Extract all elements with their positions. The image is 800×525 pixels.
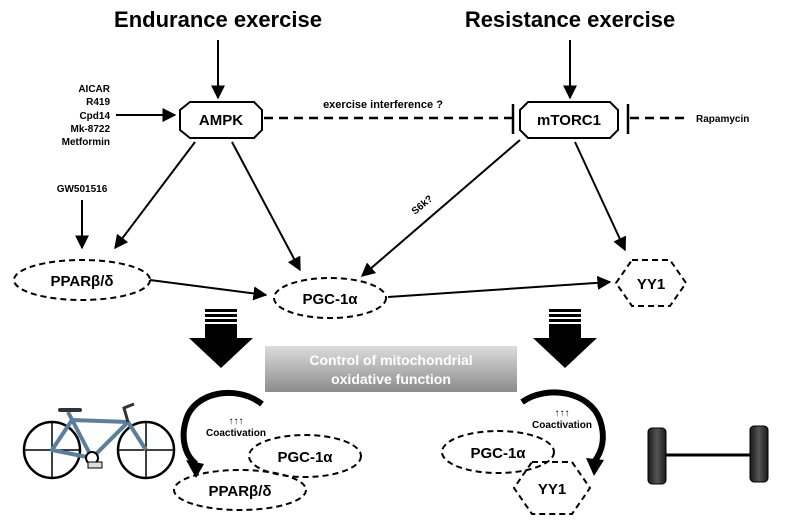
activator-cpd14: Cpd14 (79, 111, 110, 122)
mtorc1-label: mTORC1 (537, 112, 601, 129)
interference-label: exercise interference ? (323, 99, 443, 111)
mtorc1-to-yy1-arrow (574, 141, 627, 252)
activator-aicar: AICAR (78, 84, 110, 95)
pgc1a-label: PGC-1α (302, 291, 358, 308)
s6k-label: S6k? (410, 194, 435, 218)
activator-mk8722: Mk-8722 (71, 124, 111, 135)
left-upregulation-arrows: ↑↑↑ (229, 416, 244, 427)
right-upregulation-arrows: ↑↑↑ (555, 408, 570, 419)
rapamycin-label: Rapamycin (696, 114, 749, 125)
mtorc1-to-pgc1a-arrow (360, 139, 521, 277)
barbell-icon (647, 425, 769, 485)
ppar-to-pgc1a-arrow (149, 279, 268, 301)
activator-metformin: Metformin (62, 137, 110, 148)
left-pgc1a-label: PGC-1α (277, 449, 333, 466)
banner-line1: Control of mitochondrial (309, 352, 472, 368)
left-coactivation-group: ↑↑↑ Coactivation PPARβ/δ PGC-1α (173, 389, 362, 511)
activator-r419: R419 (86, 97, 110, 108)
yy1-label: YY1 (637, 276, 665, 293)
right-pgc1a-label: PGC-1α (470, 445, 526, 462)
ampk-activator-list: AICAR R419 Cpd14 Mk-8722 Metformin (62, 84, 111, 148)
resistance-exercise-title: Resistance exercise (465, 7, 675, 32)
ppar-node: PPARβ/δ (13, 259, 151, 301)
pgc1a-node: PGC-1α (273, 277, 387, 319)
ampk-to-ppar-arrow (114, 141, 196, 250)
right-coactivation-group: ↑↑↑ Coactivation YY1 PGC-1α (441, 389, 606, 515)
right-yy1-label: YY1 (538, 481, 566, 498)
ampk-label: AMPK (199, 112, 243, 129)
ppar-label: PPARβ/δ (51, 273, 114, 290)
bicycle-icon (22, 402, 176, 480)
left-ppar-label: PPARβ/δ (209, 483, 272, 500)
yy1-node: YY1 (614, 259, 688, 307)
gw501516-label: GW501516 (57, 184, 108, 195)
endurance-down-arrow (189, 309, 253, 368)
banner-line2: oxidative function (331, 371, 451, 387)
resistance-down-arrow (533, 309, 597, 368)
left-coactivation-label: Coactivation (206, 428, 266, 439)
mitochondrial-control-banner: Control of mitochondrial oxidative funct… (265, 346, 517, 392)
mtorc1-node: mTORC1 (519, 101, 619, 139)
ampk-node: AMPK (179, 101, 263, 139)
ampk-to-pgc1a-arrow (231, 141, 301, 272)
endurance-exercise-title: Endurance exercise (114, 7, 322, 32)
right-coactivation-label: Coactivation (532, 420, 592, 431)
pgc1a-to-yy1-arrow (387, 275, 612, 298)
